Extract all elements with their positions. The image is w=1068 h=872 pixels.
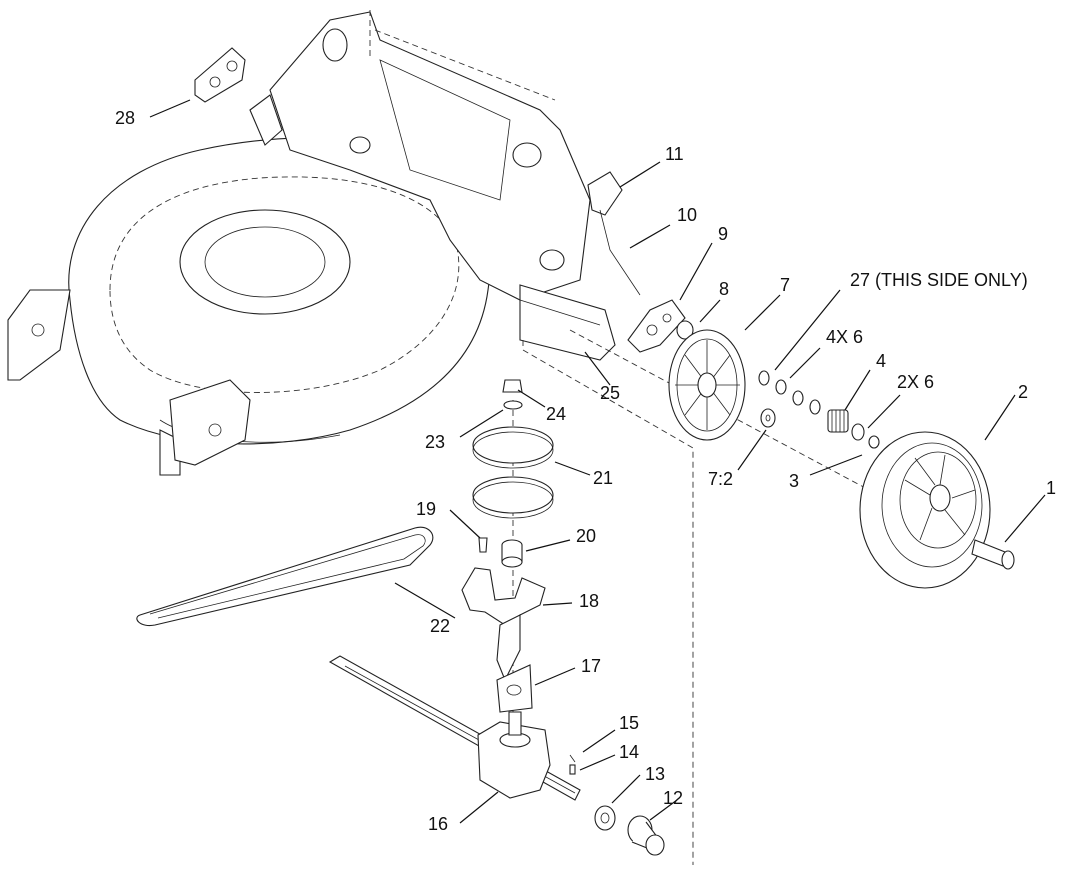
callout-19: 19 [416, 499, 436, 519]
leader-lines [149, 99, 1046, 824]
callout-25: 25 [600, 383, 620, 403]
washer-7-2 [760, 408, 776, 428]
bushing-12 [627, 815, 665, 856]
callout-23: 23 [425, 432, 445, 452]
callout-2: 2 [1018, 382, 1028, 402]
callout-20: 20 [576, 526, 596, 546]
callout-24: 24 [546, 404, 566, 424]
deflector-25 [519, 284, 616, 361]
callout-16: 16 [428, 814, 448, 834]
callout-13: 13 [645, 764, 665, 784]
key-14 [569, 764, 576, 775]
callout-7: 7 [780, 275, 790, 295]
wheel-2 [859, 431, 991, 589]
rear-frame [249, 10, 591, 301]
plate-17 [496, 664, 533, 713]
bolt-1 [971, 539, 1015, 570]
callout-2x6: 2X 6 [897, 372, 934, 392]
callout-1: 1 [1046, 478, 1056, 498]
washer-23 [503, 400, 523, 410]
pinion-4 [827, 409, 849, 433]
washers-2x6 [851, 423, 880, 449]
callout-8: 8 [719, 279, 729, 299]
pin-15 [569, 754, 576, 763]
plate-9 [627, 299, 686, 353]
lever-11 [587, 171, 641, 296]
callout-10: 10 [677, 205, 697, 225]
callout-21: 21 [593, 468, 613, 488]
washer-8 [676, 320, 694, 340]
bolt-19 [478, 537, 488, 553]
washers-4x6 [758, 370, 821, 415]
callout-4: 4 [876, 351, 886, 371]
callout-labels: 28 11 10 9 8 7 27 (THIS SIDE ONLY) 4X 6 … [115, 108, 1056, 834]
plate-28 [194, 47, 246, 103]
callout-27: 27 (THIS SIDE ONLY) [850, 270, 1028, 290]
pulley-21-lower [472, 476, 554, 519]
callout-3: 3 [789, 471, 799, 491]
belt-22 [136, 526, 434, 627]
transmission-16 [477, 711, 551, 799]
callout-22: 22 [430, 616, 450, 636]
mower-deck [7, 136, 495, 476]
pulley-21-upper [472, 426, 554, 469]
callout-15: 15 [619, 713, 639, 733]
callout-17: 17 [581, 656, 601, 676]
gear-hub-7 [668, 329, 746, 441]
callout-14: 14 [619, 742, 639, 762]
washer-13 [594, 805, 616, 831]
callout-12: 12 [663, 788, 683, 808]
spacer-20 [501, 539, 523, 568]
callout-7-2: 7:2 [708, 469, 733, 489]
callout-9: 9 [718, 224, 728, 244]
callout-18: 18 [579, 591, 599, 611]
callout-4x6: 4X 6 [826, 327, 863, 347]
callout-11: 11 [665, 144, 684, 164]
bracket-18 [461, 567, 546, 682]
callout-28: 28 [115, 108, 135, 128]
